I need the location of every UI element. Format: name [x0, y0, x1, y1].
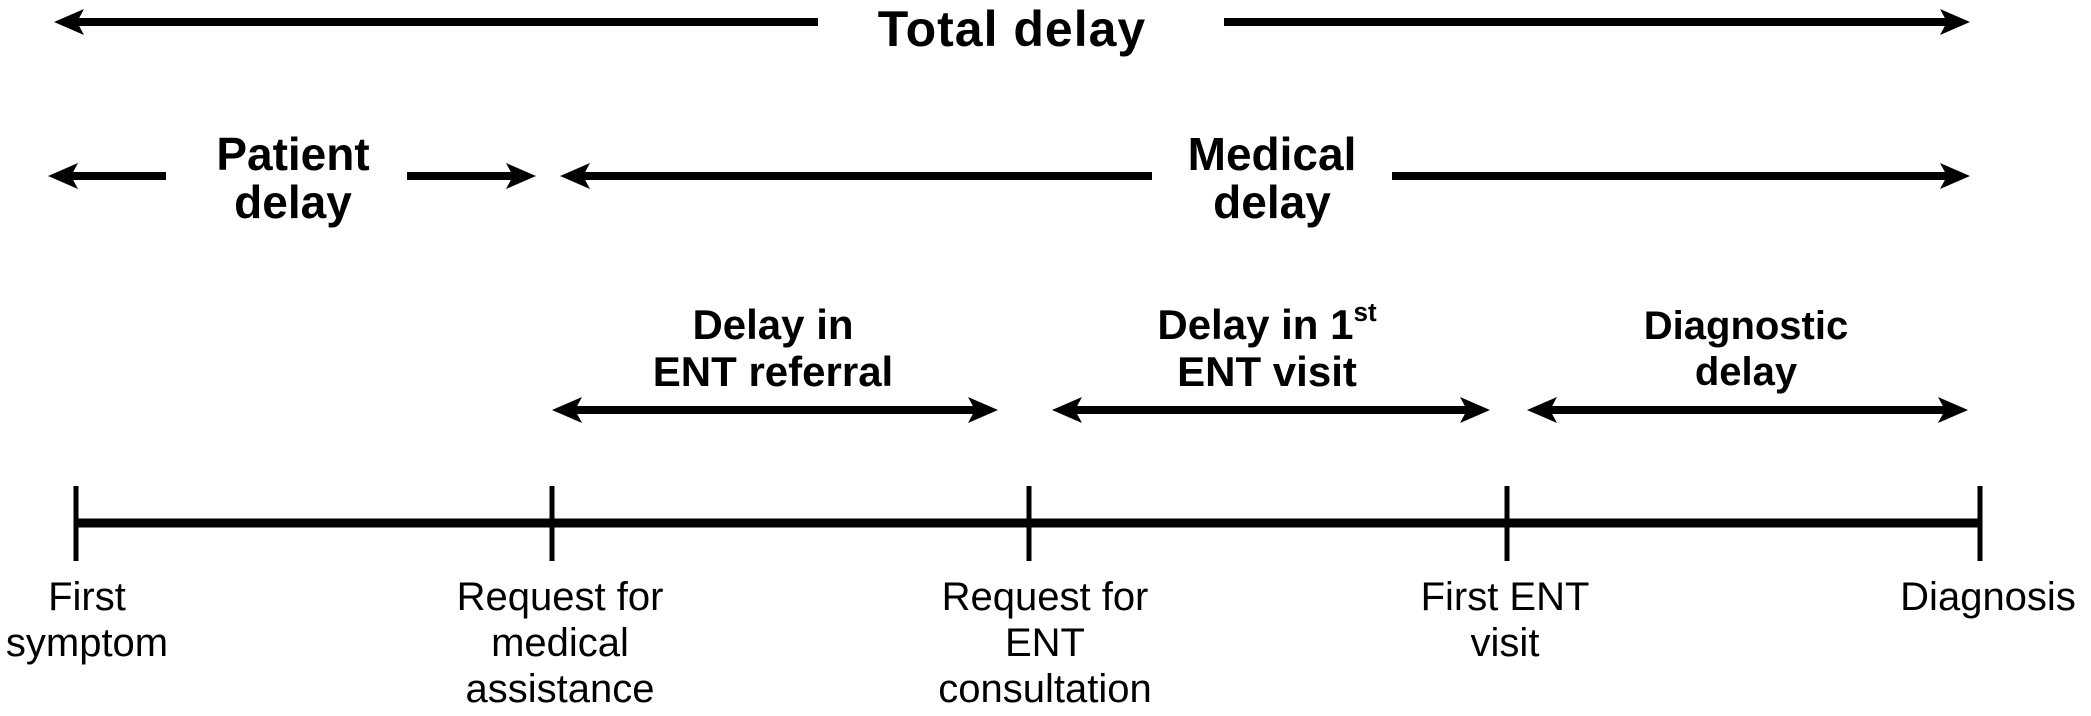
event-label-line: consultation: [938, 667, 1152, 711]
patient-delay-label: Patient delay: [216, 130, 369, 226]
first-ent-visit-delay-arrow: [1052, 397, 1490, 423]
patient-delay-label-line2: delay: [234, 176, 352, 228]
event-label-line: symptom: [5, 621, 169, 665]
medical-delay-arrow: [560, 163, 1970, 189]
event-label-line: Diagnosis: [1900, 575, 2076, 619]
first-ent-visit-ordinal-suffix: st: [1353, 297, 1377, 328]
ent-referral-left-arrowhead: [552, 397, 582, 423]
ent-referral-delay-label-line1: Delay in: [692, 301, 854, 348]
first-ent-visit-delay-label-line1-text: Delay in 1: [1157, 301, 1354, 348]
event-label-line: medical: [491, 621, 629, 665]
medical-delay-label-line2: delay: [1213, 176, 1331, 228]
event-label-line: Request for: [456, 575, 664, 619]
medical-delay-label: Medical delay: [1188, 130, 1357, 226]
total-delay-left-arrowhead: [54, 9, 84, 35]
first-ent-visit-delay-label-line2: ENT visit: [1177, 348, 1357, 395]
event-label-line: Request for: [941, 575, 1149, 619]
event-label-first-symptom: First symptom: [6, 574, 168, 666]
diagnostic-delay-arrow: [1527, 397, 1968, 423]
diagnostic-delay-right-arrowhead: [1938, 397, 1968, 423]
patient-delay-left-arrowhead: [48, 163, 78, 189]
total-delay-right-arrowhead: [1940, 9, 1970, 35]
event-label-request-ent-consultation: Request for ENT consultation: [938, 574, 1151, 712]
event-label-line: visit: [1470, 621, 1540, 665]
diagnostic-delay-label: Diagnostic delay: [1644, 303, 1848, 395]
ent-referral-delay-label-line2: ENT referral: [652, 348, 894, 395]
patient-delay-right-arrowhead: [506, 163, 536, 189]
medical-delay-left-arrowhead: [560, 163, 590, 189]
total-delay-arrow: [54, 9, 1970, 35]
diagnostic-delay-label-line2: delay: [1694, 350, 1798, 394]
first-ent-visit-delay-label-line1: Delay in 1st: [1157, 299, 1376, 348]
diagnostic-delay-label-line1: Diagnostic: [1643, 304, 1849, 348]
medical-delay-label-line1: Medical: [1187, 128, 1357, 180]
diagnostic-delay-left-arrowhead: [1527, 397, 1557, 423]
event-label-line: ENT: [1004, 621, 1085, 665]
patient-delay-label-line1: Patient: [216, 128, 370, 180]
ent-referral-right-arrowhead: [968, 397, 998, 423]
timeline-axis: [73, 486, 1983, 561]
ent-referral-delay-label: Delay in ENT referral: [653, 301, 893, 395]
event-label-line: First: [48, 575, 126, 619]
event-label-line: First ENT: [1420, 575, 1590, 619]
ent-referral-delay-arrow: [552, 397, 998, 423]
event-label-first-ent-visit: First ENT visit: [1421, 574, 1590, 666]
patient-delay-arrow: [48, 163, 536, 189]
medical-delay-right-arrowhead: [1940, 163, 1970, 189]
total-delay-label: Total delay: [877, 1, 1147, 57]
first-ent-visit-left-arrowhead: [1052, 397, 1082, 423]
first-ent-visit-right-arrowhead: [1460, 397, 1490, 423]
first-ent-visit-delay-label: Delay in 1st ENT visit: [1157, 299, 1376, 395]
event-label-diagnosis: Diagnosis: [1900, 574, 2076, 620]
event-label-line: assistance: [465, 667, 655, 711]
event-label-request-medical-assistance: Request for medical assistance: [457, 574, 664, 712]
